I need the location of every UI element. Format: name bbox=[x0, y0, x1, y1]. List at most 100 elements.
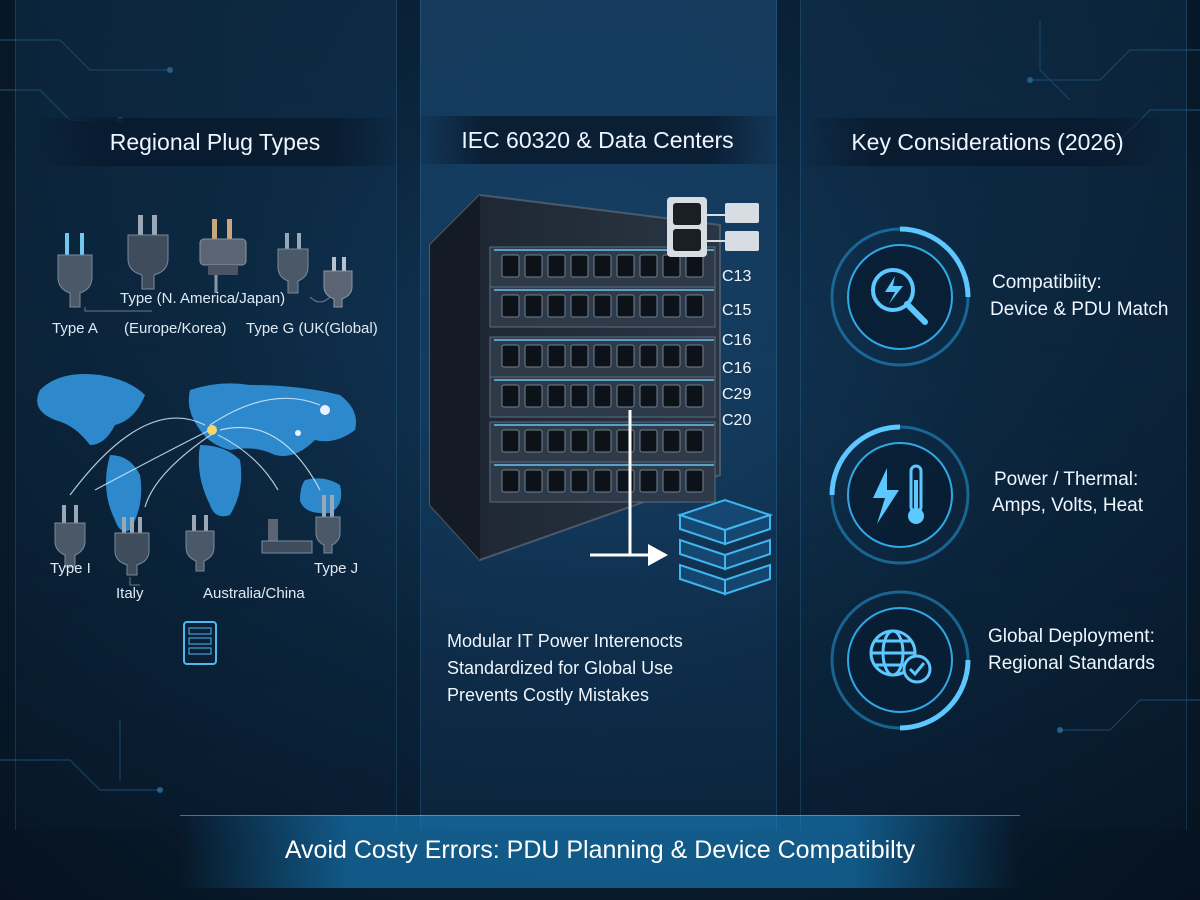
pdu-outlet bbox=[570, 294, 589, 318]
label-europe-korea: (Europe/Korea) bbox=[124, 320, 227, 337]
lightning-magnifier-icon bbox=[871, 268, 928, 325]
pdu-outlet bbox=[524, 384, 543, 408]
pdu-outlet bbox=[685, 429, 704, 453]
pdu-outlet bbox=[639, 344, 658, 368]
pdu-outlet bbox=[547, 254, 566, 278]
pdu-outlet bbox=[501, 344, 520, 368]
plug-row-top bbox=[57, 215, 353, 312]
label-type-g: Type G (UK(Global) bbox=[246, 320, 378, 337]
server-rack-icon bbox=[183, 621, 217, 665]
pdu-outlet bbox=[524, 294, 543, 318]
plug-uk-global-icon bbox=[323, 257, 353, 308]
connector-label-c16-b: C16 bbox=[722, 360, 752, 377]
pdu-outlet bbox=[524, 429, 543, 453]
pdu-outlet bbox=[570, 384, 589, 408]
pdu-strip-glow bbox=[494, 424, 714, 426]
pdu-outlet bbox=[501, 429, 520, 453]
pdu-outlet bbox=[639, 384, 658, 408]
pdu-outlet bbox=[593, 254, 612, 278]
consideration-1-title: Compatibiity: bbox=[992, 272, 1102, 293]
plug-type-n-america-icon bbox=[127, 215, 169, 290]
connector-label-c20: C20 bbox=[722, 412, 752, 429]
pdu-outlet bbox=[570, 469, 589, 493]
pdu-outlet bbox=[593, 429, 612, 453]
pdu-outlet bbox=[662, 344, 681, 368]
pdu-outlet bbox=[570, 429, 589, 453]
connector-label-c16-a: C16 bbox=[722, 332, 752, 349]
globe-check-icon bbox=[869, 629, 932, 684]
iec-datacenters-title: IEC 60320 & Data Centers bbox=[410, 116, 785, 164]
pdu-outlet bbox=[685, 294, 704, 318]
pdu-outlet bbox=[662, 294, 681, 318]
pdu-outlet bbox=[616, 384, 635, 408]
pdu-outlet bbox=[685, 384, 704, 408]
label-type-n-america: Type (N. America/Japan) bbox=[120, 290, 286, 307]
middle-text-line-1: Modular IT Power Interenocts bbox=[447, 631, 683, 651]
connector-label-c15: C15 bbox=[722, 302, 752, 319]
plug-type-j-icon bbox=[315, 495, 341, 554]
pdu-outlet bbox=[639, 469, 658, 493]
pdu-strip-glow bbox=[494, 464, 714, 466]
footer-text: Avoid Costy Errors: PDU Planning & Devic… bbox=[284, 836, 916, 864]
pdu-outlet bbox=[593, 384, 612, 408]
pdu-outlet bbox=[593, 469, 612, 493]
footer-banner: Avoid Costy Errors: PDU Planning & Devic… bbox=[180, 815, 1020, 888]
consideration-2-detail: Amps, Volts, Heat bbox=[992, 495, 1144, 516]
pdu-outlet bbox=[662, 384, 681, 408]
pdu-outlet bbox=[639, 429, 658, 453]
pdu-outlet bbox=[547, 384, 566, 408]
lightning-thermometer-icon bbox=[873, 464, 924, 524]
compatibility-ring bbox=[830, 226, 971, 367]
pdu-outlet bbox=[501, 254, 520, 278]
label-australia-china: Australia/China bbox=[203, 585, 305, 602]
c13-c14-connector-icon bbox=[667, 197, 759, 257]
pdu-outlet bbox=[639, 294, 658, 318]
label-type-i: Type I bbox=[50, 560, 91, 577]
label-type-a: Type A bbox=[52, 320, 98, 337]
pdu-outlet bbox=[524, 344, 543, 368]
consideration-1-detail: Device & PDU Match bbox=[990, 299, 1169, 320]
world-map bbox=[37, 374, 356, 532]
pdu-outlet bbox=[547, 429, 566, 453]
pdu-rack-illustration bbox=[429, 193, 721, 562]
pdu-outlet bbox=[593, 294, 612, 318]
pdu-strip-glow bbox=[494, 249, 714, 251]
plug-row-bottom bbox=[54, 495, 341, 586]
pdu-outlet bbox=[501, 294, 520, 318]
middle-text-line-3: Prevents Costly Mistakes bbox=[447, 685, 650, 705]
plug-australia-china-icon bbox=[185, 515, 215, 572]
power-thermal-ring bbox=[829, 424, 970, 565]
pdu-outlet bbox=[501, 469, 520, 493]
pdu-outlet bbox=[685, 469, 704, 493]
pdu-outlet bbox=[524, 469, 543, 493]
pdu-strip-glow bbox=[494, 339, 714, 341]
pdu-outlet bbox=[547, 344, 566, 368]
label-italy: Italy bbox=[116, 585, 144, 602]
pdu-outlet bbox=[524, 254, 543, 278]
pdu-outlet bbox=[639, 254, 658, 278]
pdu-outlet bbox=[616, 294, 635, 318]
pdu-outlet bbox=[547, 469, 566, 493]
plug-italy-icon bbox=[114, 517, 150, 576]
pdu-outlet bbox=[547, 294, 566, 318]
server-stack-illustration bbox=[590, 410, 774, 596]
pdu-outlet bbox=[570, 254, 589, 278]
pdu-outlet bbox=[593, 344, 612, 368]
pdu-outlet bbox=[501, 384, 520, 408]
pdu-outlet bbox=[616, 344, 635, 368]
pdu-outlet bbox=[662, 469, 681, 493]
consideration-3-title: Global Deployment: bbox=[988, 626, 1155, 647]
key-considerations-title: Key Considerations (2026) bbox=[800, 118, 1175, 166]
pdu-outlet bbox=[685, 344, 704, 368]
middle-text-line-2: Standardized for Global Use bbox=[447, 658, 674, 678]
plug-australia-adapter-icon bbox=[261, 519, 313, 554]
plug-type-i-icon bbox=[54, 505, 86, 568]
pdu-outlet bbox=[570, 344, 589, 368]
label-type-j: Type J bbox=[314, 560, 359, 577]
plug-type-a-icon bbox=[57, 233, 93, 308]
connector-label-c29: C29 bbox=[722, 386, 752, 403]
global-deployment-ring bbox=[830, 590, 971, 731]
regional-plug-types-title: Regional Plug Types bbox=[25, 118, 405, 166]
pdu-strip-glow bbox=[494, 379, 714, 381]
pdu-strip-glow bbox=[494, 289, 714, 291]
